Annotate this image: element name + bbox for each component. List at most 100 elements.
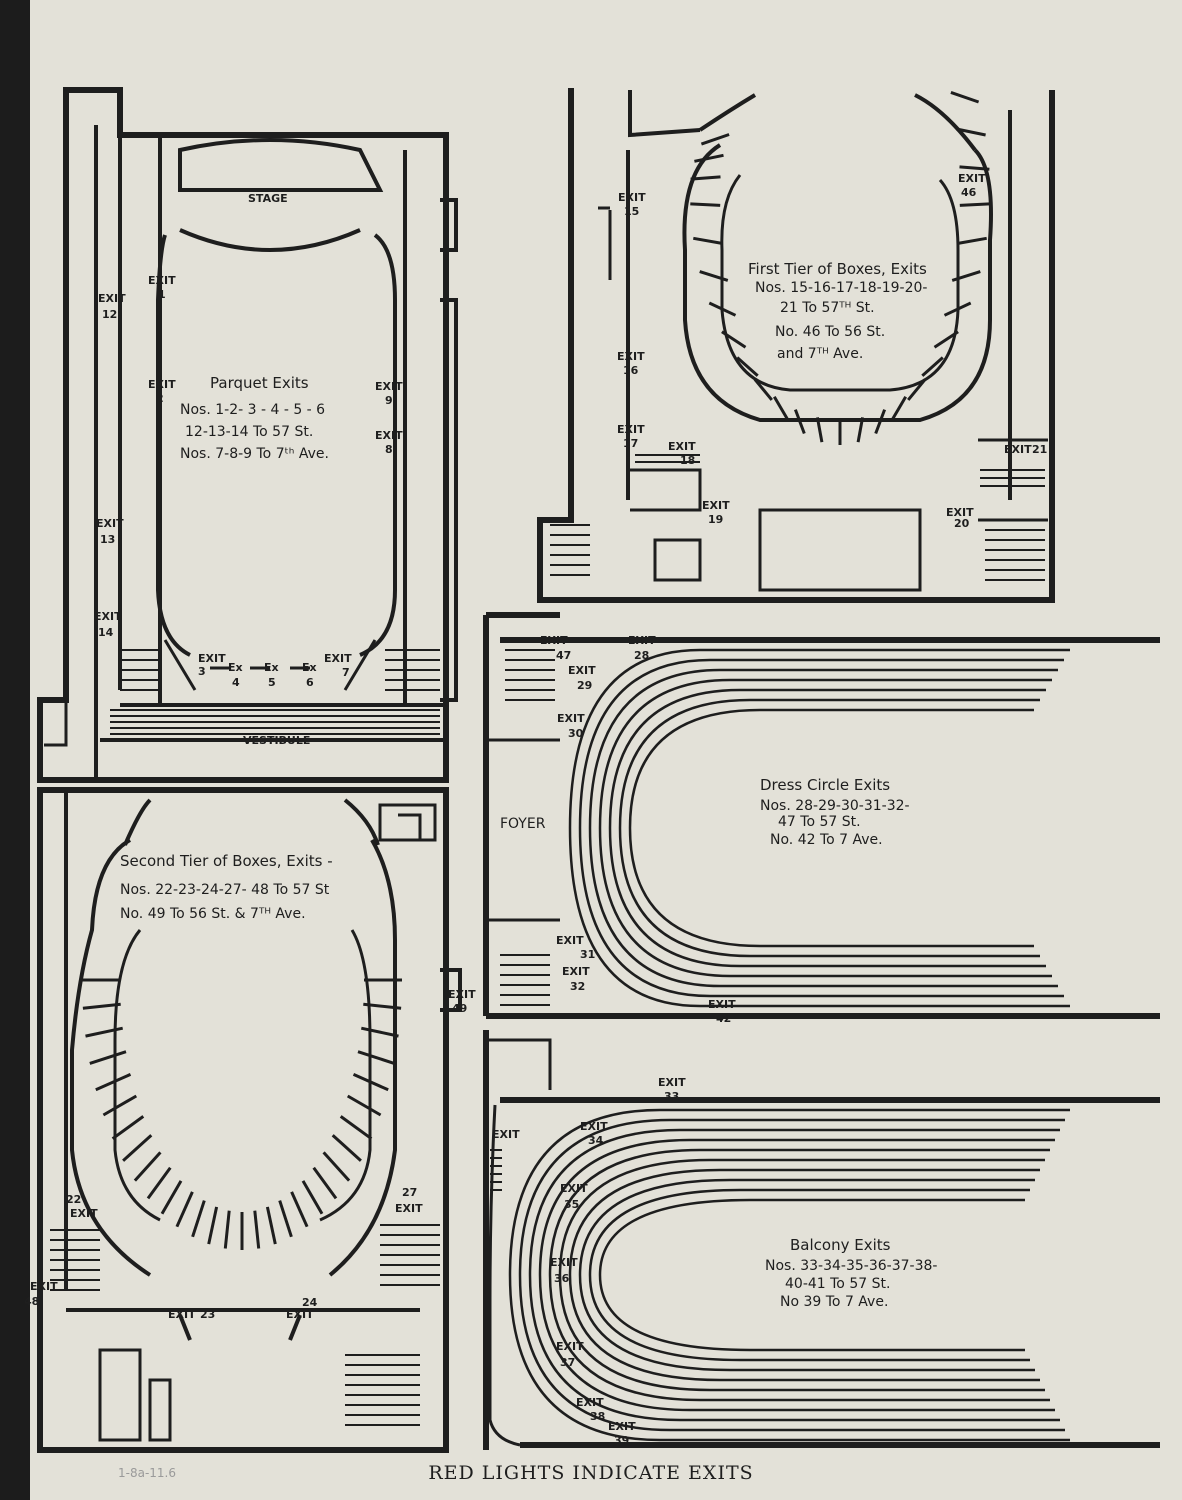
- box-partition: [773, 396, 789, 421]
- box-partition: [82, 1002, 121, 1010]
- box-partition: [956, 127, 986, 137]
- exit-word: EXIT: [324, 652, 352, 665]
- exit-word: EXIT: [30, 1280, 58, 1293]
- ex-word: Ex: [228, 661, 243, 674]
- seating-row: [548, 1148, 1050, 1402]
- exit-22-number: 22: [66, 1193, 81, 1206]
- first-tier-line-2: 21 To 57ᵀᴴ St.: [780, 300, 875, 316]
- box-partition: [278, 1200, 293, 1238]
- box-partition: [933, 330, 959, 349]
- exit-word: EXIT: [568, 664, 596, 677]
- parquet-line-1: Nos. 1-2- 3 - 4 - 5 - 6: [180, 402, 325, 418]
- box-partition: [957, 236, 987, 245]
- exit-word: EXIT: [557, 712, 585, 725]
- balcony-title: Balcony Exits: [790, 1236, 891, 1254]
- exit-28-number: 28: [634, 649, 649, 662]
- seating-row: [578, 658, 1064, 998]
- exit-36-number: 36: [554, 1272, 570, 1285]
- exit-word: EXIT: [286, 1308, 314, 1321]
- exit-word: EXIT: [148, 378, 176, 391]
- box-partition: [959, 165, 990, 171]
- seating-row: [558, 1158, 1045, 1392]
- exit-3-number: 3: [198, 665, 206, 678]
- box-partition: [856, 417, 865, 443]
- exit-word: EXIT: [1004, 443, 1032, 456]
- box-partition: [907, 378, 927, 401]
- exit-42-number: 42: [716, 1012, 731, 1025]
- seating-row: [598, 678, 1052, 978]
- box-partition: [102, 1094, 138, 1117]
- box-partition: [95, 1073, 132, 1092]
- exit-word: EXIT: [708, 998, 736, 1011]
- exit-19-number: 19: [708, 513, 723, 526]
- seating-row: [628, 708, 1034, 948]
- box-partition: [312, 1166, 338, 1200]
- exit-4-number: 4: [232, 676, 240, 689]
- exit-word: EXIT: [98, 292, 126, 305]
- exit-word: EXIT: [540, 634, 568, 647]
- exit-49-number: 49: [452, 1002, 467, 1015]
- dress-circle-title: Dress Circle Exits: [760, 776, 890, 794]
- exit-word: EXIT: [617, 350, 645, 363]
- seating-row: [608, 688, 1046, 968]
- exit-word: EXIT: [556, 934, 584, 947]
- exit-8-number: 8: [385, 443, 393, 456]
- second-tier-line-1: Nos. 22-23-24-27- 48 To 57 St: [120, 882, 330, 898]
- parquet-plan: Parquet Exits Nos. 1-2- 3 - 4 - 5 - 6 12…: [37, 87, 458, 783]
- exit-word: EXIT: [628, 634, 656, 647]
- exit-word: EXIT: [946, 506, 974, 519]
- seating-rows: [508, 1108, 1070, 1442]
- box-partition: [721, 330, 747, 349]
- exit-word: EXIT: [395, 1202, 423, 1215]
- first-tier-plan: First Tier of Boxes, Exits Nos. 15-16-17…: [537, 88, 1055, 603]
- box-partition: [951, 270, 981, 282]
- box-partition: [694, 153, 724, 163]
- box-partitions: [82, 978, 402, 1250]
- box-partition: [253, 1210, 261, 1249]
- exit-word: EXIT: [550, 1256, 578, 1269]
- exit-37-number: 37: [560, 1356, 575, 1369]
- seating-row: [588, 1188, 1030, 1362]
- stage-label: STAGE: [248, 192, 288, 205]
- box-partition: [322, 1151, 351, 1182]
- box-partition: [357, 1050, 395, 1065]
- ex-word: Ex: [264, 661, 279, 674]
- seating-row: [568, 648, 1070, 1008]
- exit-word: EXIT: [668, 440, 696, 453]
- box-partition: [111, 1115, 145, 1140]
- exit-word: EXIT: [148, 274, 176, 287]
- exit-38-number: 38: [590, 1410, 605, 1423]
- box-partition: [89, 1050, 127, 1065]
- exit-caption: RED LIGHTS INDICATE EXITS: [428, 1462, 754, 1484]
- dress-circle-plan: FOYER Dress Circle Exits Nos. 28-29-30-3…: [483, 612, 1160, 1025]
- second-tier-line-2: No. 49 To 56 St. & 7ᵀᴴ Ave.: [120, 906, 306, 922]
- exit-word: EXIT: [562, 965, 590, 978]
- exit-word: EXIT: [560, 1182, 588, 1195]
- box-partition: [331, 1134, 362, 1162]
- exit-32-number: 32: [570, 980, 585, 993]
- box-partition: [207, 1206, 219, 1245]
- torn-edge: [0, 0, 30, 1500]
- exit-word: EXIT: [580, 1120, 608, 1133]
- box-partition: [363, 1002, 402, 1010]
- exit-word: EXIT: [96, 517, 124, 530]
- seating-row: [578, 1178, 1035, 1372]
- box-partition: [690, 175, 721, 181]
- exit-29-number: 29: [577, 679, 592, 692]
- seating-rows: [568, 648, 1070, 1008]
- box-partition: [921, 356, 944, 377]
- exit-5-number: 5: [268, 676, 276, 689]
- exit-word: EXIT: [617, 423, 645, 436]
- dress-circle-line-2: 47 To 57 St.: [778, 814, 861, 830]
- exit-16-number: 16: [623, 364, 639, 377]
- box-partition: [146, 1166, 172, 1200]
- first-tier-line-1: Nos. 15-16-17-18-19-20-: [755, 280, 927, 296]
- box-partition: [690, 202, 721, 207]
- first-tier-line-4: and 7ᵀᴴ Ave.: [777, 346, 863, 362]
- balcony-plan: Balcony Exits Nos. 33-34-35-36-37-38- 40…: [483, 1030, 1160, 1450]
- exit-word: EXIT: [448, 988, 476, 1001]
- exit-7-number: 7: [342, 666, 350, 679]
- box-partition: [950, 90, 980, 104]
- box-partition: [346, 1094, 382, 1117]
- first-tier-line-3: No. 46 To 56 St.: [775, 324, 885, 340]
